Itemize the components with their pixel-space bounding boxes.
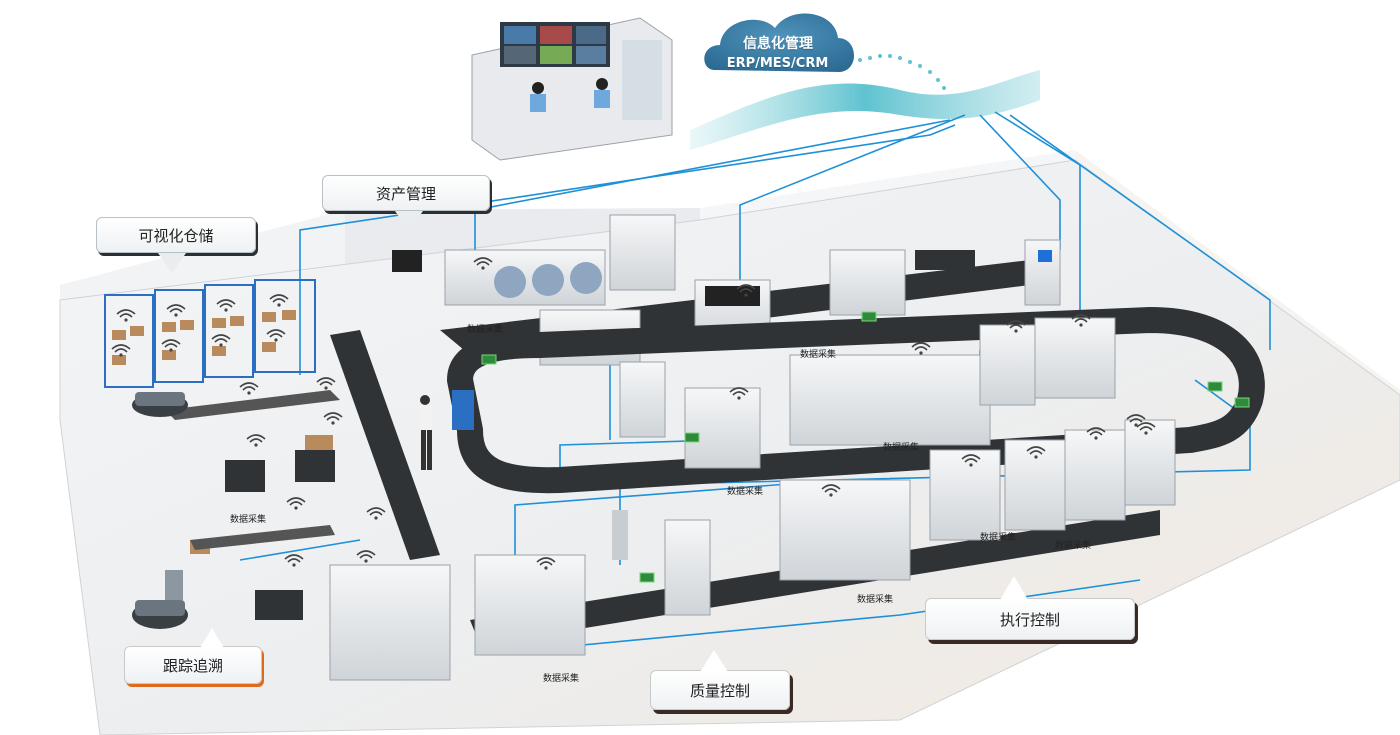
callout-execution-control-tail bbox=[1000, 576, 1028, 600]
reflow-loop bbox=[446, 306, 1265, 494]
wifi-icon bbox=[268, 292, 290, 307]
wifi-icon bbox=[115, 307, 137, 322]
callout-tracking-traceability-label: 跟踪追溯 bbox=[162, 656, 223, 675]
callout-asset-management-tail bbox=[395, 211, 423, 231]
callout-quality-control-label: 质量控制 bbox=[689, 681, 750, 700]
pcb-boards bbox=[481, 311, 1250, 583]
data-collection-label: 数据采集 bbox=[543, 674, 580, 684]
wifi-icon bbox=[283, 552, 305, 567]
wifi-icon bbox=[265, 327, 287, 342]
callout-visual-warehouse-tail bbox=[158, 253, 186, 273]
assembly-line-lower bbox=[329, 419, 1176, 681]
data-collection-label: 数据采集 bbox=[980, 533, 1017, 543]
callout-execution-control: 执行控制 bbox=[925, 598, 1135, 640]
wifi-icon bbox=[910, 340, 932, 355]
wifi-icon bbox=[238, 380, 260, 395]
wifi-icon bbox=[1135, 420, 1157, 435]
data-collection-label: 数据采集 bbox=[230, 515, 267, 525]
wifi-icon bbox=[165, 302, 187, 317]
wifi-icon bbox=[355, 548, 377, 563]
callout-asset-management-label: 资产管理 bbox=[375, 184, 436, 203]
warehouse bbox=[104, 279, 440, 629]
data-collection-label: 数据采集 bbox=[467, 325, 504, 335]
callout-tracking-traceability: 跟踪追溯 bbox=[124, 646, 262, 684]
wifi-icon bbox=[1085, 425, 1107, 440]
dotted-link bbox=[858, 54, 946, 90]
wifi-icon bbox=[1025, 444, 1047, 459]
callout-visual-warehouse: 可视化仓储 bbox=[96, 217, 256, 253]
wifi-icon bbox=[285, 495, 307, 510]
wifi-icon bbox=[960, 452, 982, 467]
callout-execution-control-label: 执行控制 bbox=[999, 610, 1060, 629]
wifi-icon bbox=[472, 255, 494, 270]
callout-tracking-traceability-tail bbox=[200, 628, 224, 648]
wifi-icon bbox=[245, 432, 267, 447]
wifi-icon bbox=[160, 337, 182, 352]
information-cloud bbox=[690, 13, 1040, 150]
wifi-icon bbox=[535, 555, 557, 570]
wifi-icon bbox=[210, 332, 232, 347]
data-collection-label: 数据采集 bbox=[883, 443, 920, 453]
cloud-title: 信息化管理 bbox=[743, 36, 813, 52]
callout-quality-control-tail bbox=[700, 650, 728, 672]
wifi-icon bbox=[1125, 412, 1147, 427]
wifi-icon bbox=[110, 342, 132, 357]
wifi-icon bbox=[365, 505, 387, 520]
callout-visual-warehouse-label: 可视化仓储 bbox=[138, 226, 214, 245]
wifi-icon bbox=[1070, 312, 1092, 327]
wifi-icon bbox=[322, 410, 344, 425]
data-collection-label: 数据采集 bbox=[727, 487, 764, 497]
wifi-icon bbox=[1005, 318, 1027, 333]
data-collection-label: 数据采集 bbox=[1055, 541, 1092, 551]
worker bbox=[420, 395, 432, 470]
network-lines bbox=[239, 111, 1271, 651]
wifi-icon bbox=[728, 385, 750, 400]
data-collection-label: 数据采集 bbox=[800, 350, 837, 360]
callout-asset-management: 资产管理 bbox=[322, 175, 490, 211]
wifi-icon bbox=[315, 375, 337, 390]
callout-quality-control: 质量控制 bbox=[650, 670, 790, 710]
wifi-icon bbox=[735, 282, 757, 297]
control-room bbox=[471, 17, 673, 161]
cloud-subtitle: ERP/MES/CRM bbox=[726, 56, 829, 71]
wifi-icon bbox=[820, 482, 842, 497]
wifi-icon bbox=[215, 297, 237, 312]
data-collection-label: 数据采集 bbox=[857, 595, 894, 605]
